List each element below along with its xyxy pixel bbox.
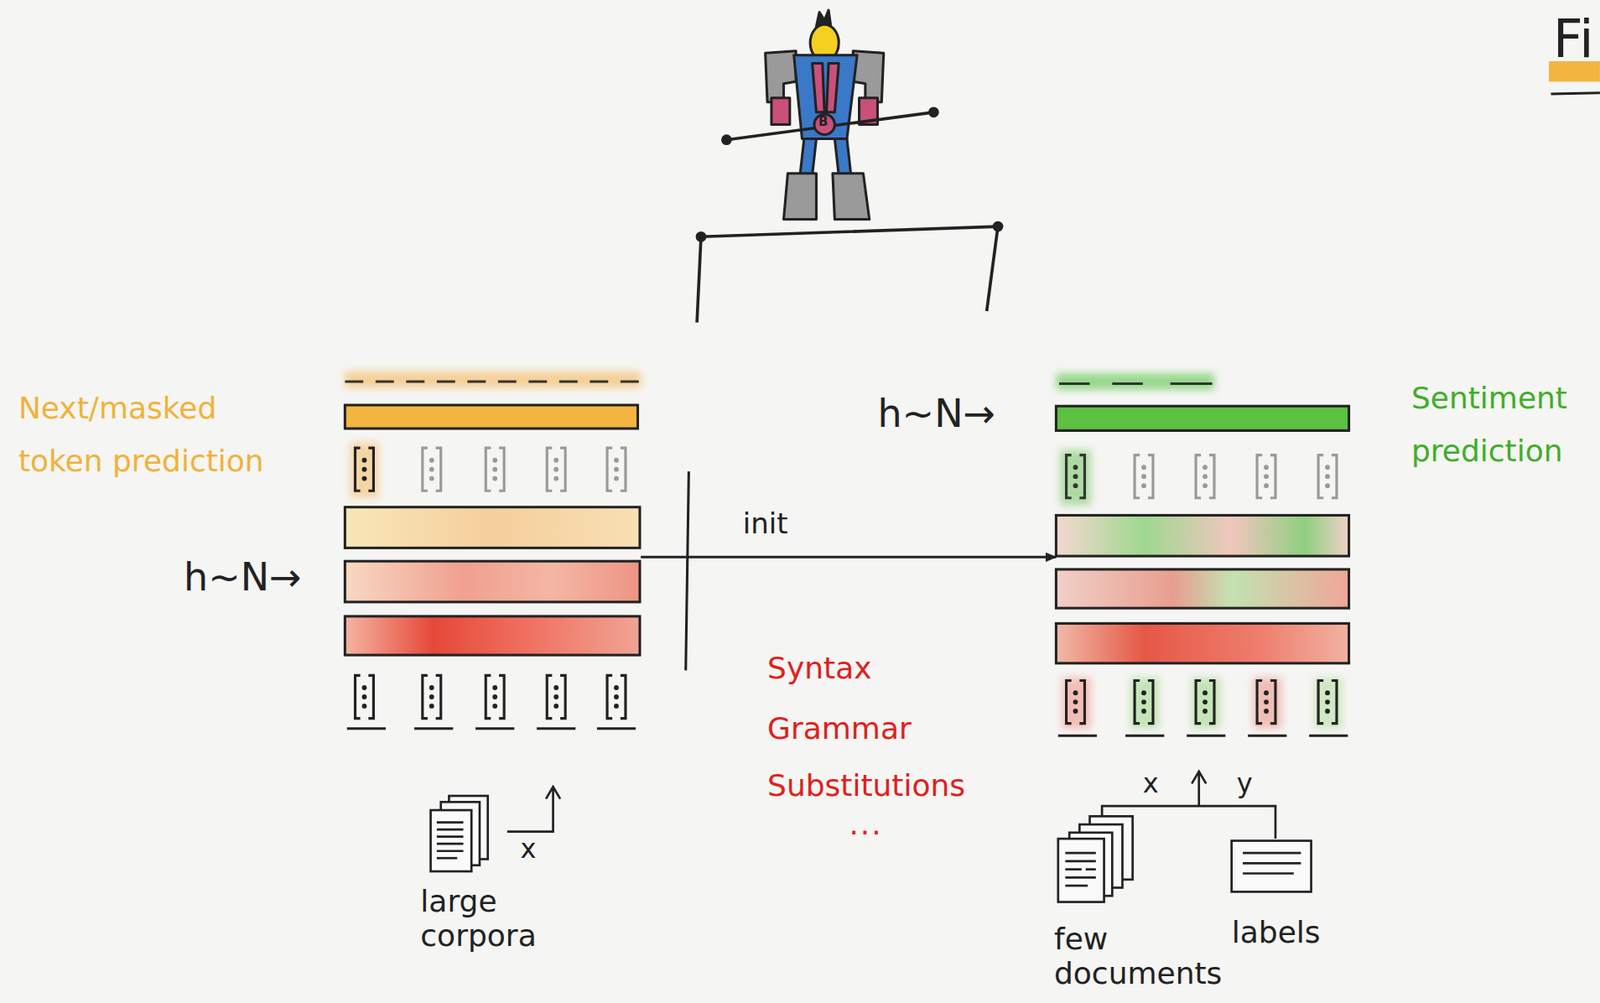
robot-illustration bbox=[696, 10, 1003, 323]
model-task-label: Sentiment prediction bbox=[1411, 371, 1592, 478]
pretrained-model: Next/masked token prediction bbox=[344, 372, 641, 732]
separator-line bbox=[685, 471, 690, 671]
pretrained-stack bbox=[344, 371, 641, 729]
slide-title: Fi bbox=[1553, 8, 1594, 71]
corpus-icon bbox=[431, 786, 562, 872]
edge-label: init bbox=[742, 506, 789, 541]
annotation-label: B bbox=[818, 114, 828, 130]
annotation-label: Syntax bbox=[767, 649, 872, 686]
annotation-label: ... bbox=[848, 805, 883, 842]
annotation-label: x bbox=[1142, 767, 1159, 800]
annotation-label: Grammar bbox=[767, 710, 912, 747]
finetuned-stack bbox=[1055, 373, 1349, 736]
annotation-label: h~N→ bbox=[183, 554, 302, 601]
annotation-label: labels bbox=[1231, 914, 1321, 951]
annotation-label: y bbox=[1236, 767, 1253, 800]
init-arrow bbox=[640, 555, 1056, 559]
annotation-label: h~N→ bbox=[877, 390, 996, 437]
annotation-label: large corpora bbox=[420, 883, 559, 954]
annotation-label: x bbox=[520, 832, 537, 865]
model-task-label: Next/masked token prediction bbox=[18, 381, 287, 488]
dataset-icon bbox=[1058, 771, 1312, 903]
annotation-label: few documents bbox=[1054, 921, 1239, 992]
annotation-label: Substitutions bbox=[767, 767, 966, 804]
finetuned-model: Sentiment prediction bbox=[1055, 372, 1350, 738]
